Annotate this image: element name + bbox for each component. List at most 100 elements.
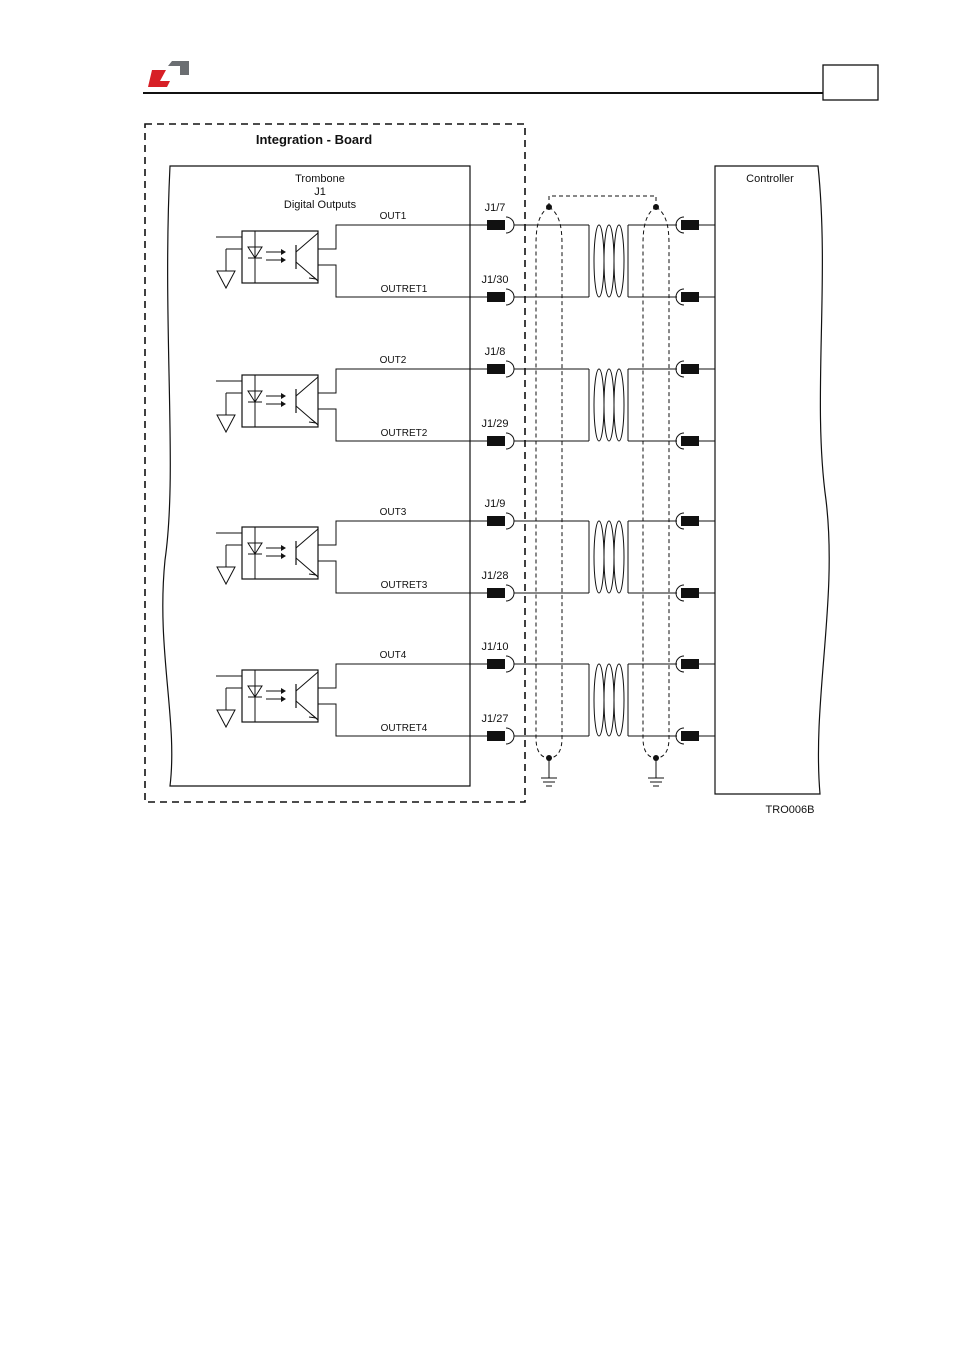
light-arrow-head-2 (281, 696, 286, 702)
outret-label: OUTRET2 (381, 428, 428, 439)
controller-label: Controller (746, 173, 794, 185)
transistor-collector (296, 672, 318, 691)
cable-shield-right (643, 207, 669, 758)
pin-ret-label: J1/29 (482, 418, 509, 430)
pin-out-label: J1/8 (485, 346, 506, 358)
controller-connector-out (681, 220, 699, 230)
integration-board-border (145, 124, 525, 802)
ground-symbol (217, 415, 235, 432)
pin-out-label: J1/9 (485, 498, 506, 510)
twist-loop-3 (614, 521, 624, 593)
pin-out-label: J1/10 (482, 641, 509, 653)
optocoupler-box (242, 670, 318, 722)
board-socket-ret (506, 585, 514, 601)
twist-loop-1 (594, 225, 604, 297)
board-socket-ret (506, 433, 514, 449)
transistor-collector (296, 529, 318, 548)
controller-connector-ret (681, 292, 699, 302)
controller-connector-ret (681, 436, 699, 446)
controller-connector-out (681, 364, 699, 374)
controller-connector-out (681, 516, 699, 526)
earth-ground-right (648, 758, 664, 786)
board-connector-ret (487, 731, 505, 741)
board-title: Integration - Board (256, 132, 372, 147)
board-socket-out (506, 217, 514, 233)
out-wire (318, 664, 488, 688)
transistor-collector (296, 233, 318, 252)
twist-loop-1 (594, 664, 604, 736)
header-logo (148, 61, 189, 87)
light-arrow-head-2 (281, 401, 286, 407)
outret-label: OUTRET4 (381, 723, 428, 734)
outret-label: OUTRET1 (381, 284, 428, 295)
board-socket-out (506, 656, 514, 672)
figure-id: TRO006B (766, 804, 815, 816)
twist-loop-3 (614, 225, 624, 297)
twist-loop-1 (594, 369, 604, 441)
pin-out-label: J1/7 (485, 202, 506, 214)
twist-loop-2 (604, 521, 614, 593)
shield-bridge (549, 196, 656, 207)
board-connector-ret (487, 588, 505, 598)
cable-shield-left (536, 207, 562, 758)
controller-connector-ret (681, 731, 699, 741)
pin-ret-label: J1/30 (482, 274, 509, 286)
shield-node-top-right (653, 204, 659, 210)
out-wire (318, 369, 488, 393)
channel-2: OUT2OUTRET2 J1/8J1/29 (216, 346, 715, 449)
board-connector-ret (487, 436, 505, 446)
outret-label: OUTRET3 (381, 580, 428, 591)
board-connector-out (487, 220, 505, 230)
twist-loop-3 (614, 664, 624, 736)
optocoupler-box (242, 375, 318, 427)
out-label: OUT4 (380, 650, 407, 661)
twist-loop-2 (604, 664, 614, 736)
light-arrow-head-1 (281, 688, 286, 694)
board-socket-out (506, 513, 514, 529)
out-label: OUT3 (380, 507, 407, 518)
twist-loop-2 (604, 225, 614, 297)
optocoupler-box (242, 527, 318, 579)
out-wire (318, 225, 488, 249)
device-title-line-3: Digital Outputs (284, 199, 357, 211)
ground-symbol (217, 271, 235, 288)
transistor-collector (296, 377, 318, 396)
board-socket-ret (506, 728, 514, 744)
emitter-arrow (309, 714, 316, 718)
optocoupler-box (242, 231, 318, 283)
light-arrow-head-1 (281, 249, 286, 255)
twist-loop-3 (614, 369, 624, 441)
twist-loop-2 (604, 369, 614, 441)
pin-ret-label: J1/27 (482, 713, 509, 725)
light-arrow-head-1 (281, 393, 286, 399)
out-label: OUT1 (380, 211, 407, 222)
out-label: OUT2 (380, 355, 407, 366)
twist-loop-1 (594, 521, 604, 593)
light-arrow-head-2 (281, 553, 286, 559)
pin-ret-label: J1/28 (482, 570, 509, 582)
device-title-line-1: Trombone (295, 173, 345, 185)
light-arrow-head-2 (281, 257, 286, 263)
emitter-arrow (309, 275, 316, 279)
ground-symbol (217, 710, 235, 727)
controller-connector-out (681, 659, 699, 669)
earth-ground-left (541, 758, 557, 786)
controller-connector-ret (681, 588, 699, 598)
page-number-box (823, 65, 878, 100)
controller-box (715, 166, 829, 794)
out-wire (318, 521, 488, 545)
ground-symbol (217, 567, 235, 584)
board-connector-ret (487, 292, 505, 302)
board-socket-out (506, 361, 514, 377)
board-connector-out (487, 516, 505, 526)
trombone-box (163, 166, 470, 786)
channel-4: OUT4OUTRET4 J1/10J1/27 (216, 641, 715, 744)
board-connector-out (487, 364, 505, 374)
board-socket-ret (506, 289, 514, 305)
device-title-line-2: J1 (314, 186, 326, 198)
emitter-arrow (309, 571, 316, 575)
light-arrow-head-1 (281, 545, 286, 551)
